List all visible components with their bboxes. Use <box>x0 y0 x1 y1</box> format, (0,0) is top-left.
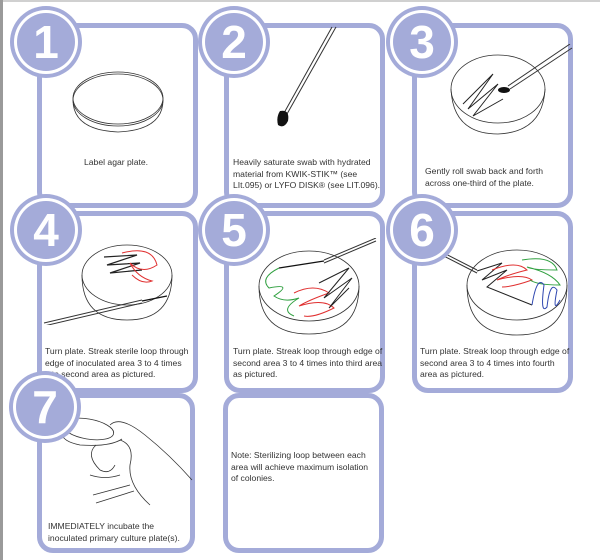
note-panel <box>223 393 384 553</box>
streak-area-3-illustration <box>258 238 377 335</box>
step-5-caption: Turn plate. Streak loop through edge of … <box>233 346 383 379</box>
agar-plate-illustration <box>72 71 164 133</box>
step-7-caption: IMMEDIATELY incubate the inoculated prim… <box>48 521 180 543</box>
step-2-caption: Heavily saturate swab with hydrated mate… <box>233 157 381 190</box>
step-3-caption: Gently roll swab back and forth across o… <box>425 166 543 188</box>
step-6-number: 6 <box>393 201 451 259</box>
step-5-number: 5 <box>205 201 263 259</box>
step-3-number: 3 <box>393 13 451 71</box>
step-6-caption: Turn plate. Streak loop through edge of … <box>420 346 570 379</box>
step-1-caption: Label agar plate. <box>84 157 149 167</box>
streak-area-4-illustration <box>432 246 568 336</box>
step-4-caption: Turn plate. Streak sterile loop through … <box>45 346 189 379</box>
step-7-number: 7 <box>16 378 74 436</box>
swab-illustration <box>277 26 337 127</box>
step-4-number: 4 <box>17 201 75 259</box>
note-text: Note: Sterilizing loop between each area… <box>231 450 369 483</box>
hand-holding-plate-illustration <box>61 417 193 506</box>
left-border <box>0 0 3 560</box>
top-border <box>0 0 600 2</box>
step-1-number: 1 <box>17 13 75 71</box>
step-2-number: 2 <box>205 13 263 71</box>
streak-area-2-illustration <box>43 244 173 325</box>
swab-roll-illustration <box>450 44 573 135</box>
